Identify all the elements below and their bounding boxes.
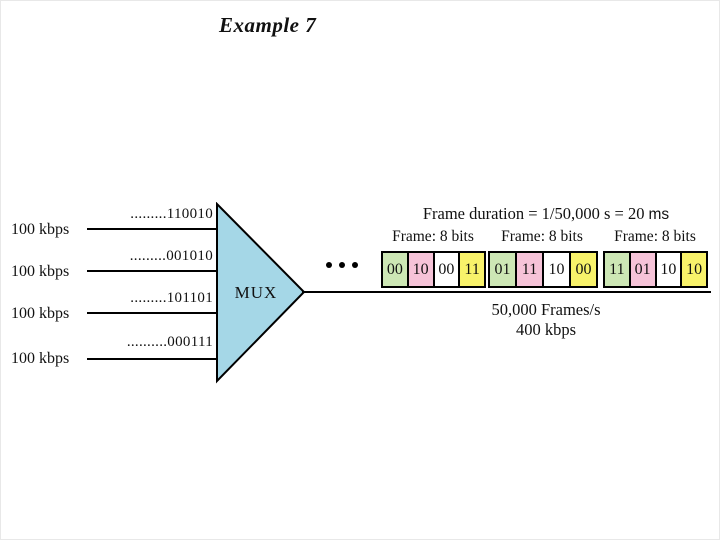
frame-2-slot-1: 01 <box>490 253 515 286</box>
mux-triangle <box>216 202 306 384</box>
mux-triangle-shape <box>216 202 306 384</box>
mux-label: MUX <box>234 283 278 302</box>
frame-2-slot-4: 00 <box>569 253 596 286</box>
input-bitstream-3: .........101101 <box>130 290 213 306</box>
frame-caption-2: Frame: 8 bits <box>501 228 583 245</box>
input-rate-label-4: 100 kbps <box>11 350 70 367</box>
frame-duration-unit: ms <box>648 206 670 223</box>
input-line-1 <box>87 228 217 230</box>
frame-3-slot-3: 10 <box>654 253 681 286</box>
frame-caption-3: Frame: 8 bits <box>614 228 696 245</box>
input-bitstream-1: .........110010 <box>130 206 213 222</box>
frame-2-slot-3: 10 <box>542 253 569 286</box>
frame-1-slot-3: 00 <box>432 253 459 286</box>
frame-3-slot-4: 10 <box>680 253 706 286</box>
frame-caption-1: Frame: 8 bits <box>392 228 474 245</box>
input-rate-label-2: 100 kbps <box>11 263 70 280</box>
input-line-4 <box>87 358 217 360</box>
input-line-3 <box>87 312 217 314</box>
frame-3-slot-1: 11 <box>605 253 629 286</box>
frame-1-slot-1: 00 <box>383 253 407 286</box>
frame-1: 00 10 00 11 <box>381 251 486 288</box>
frame-2-slot-2: 11 <box>515 253 542 286</box>
ellipsis-dots-icon <box>326 262 358 268</box>
output-rates: 50,000 Frames/s 400 kbps <box>421 300 671 340</box>
output-line <box>302 291 711 293</box>
dot-icon <box>339 262 345 268</box>
dot-icon <box>352 262 358 268</box>
output-frames-rate: 50,000 Frames/s <box>491 300 601 319</box>
frame-1-slot-4: 11 <box>458 253 484 286</box>
slide-title: Example 7 <box>219 13 317 37</box>
input-rate-label-1: 100 kbps <box>11 221 70 238</box>
frame-duration-text: Frame duration = 1/50,000 s = 20 <box>422 204 645 223</box>
frame-3-slot-2: 01 <box>628 253 655 286</box>
dot-icon <box>326 262 332 268</box>
input-line-2 <box>87 270 217 272</box>
input-rate-label-3: 100 kbps <box>11 305 70 322</box>
output-data-rate: 400 kbps <box>515 320 577 339</box>
frame-2: 01 11 10 00 <box>488 251 598 288</box>
frame-3: 11 01 10 10 <box>603 251 708 288</box>
frame-1-slot-2: 10 <box>406 253 433 286</box>
input-bitstream-2: .........001010 <box>129 248 213 264</box>
input-bitstream-4: ..........000111 <box>126 334 213 350</box>
